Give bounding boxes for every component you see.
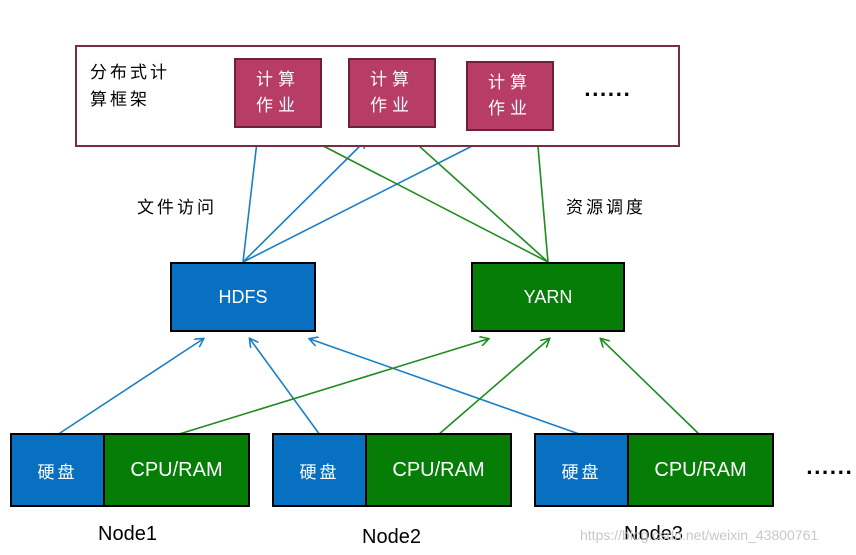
node-2: 硬盘 CPU/RAM — [272, 433, 512, 507]
node-1-cpu-ram: CPU/RAM — [105, 435, 248, 505]
arrow-disk2-hdfs — [250, 339, 321, 436]
yarn-box: YARN — [471, 262, 625, 332]
arrow-hdfs-job3 — [242, 137, 490, 263]
node-1-name: Node1 — [98, 523, 157, 545]
watermark: https://blog.csdn.net/weixin_43800761 — [580, 527, 819, 543]
compute-job-3: 计算 作业 — [466, 61, 554, 131]
framework-title: 分布式计 算框架 — [90, 63, 170, 110]
arrow-cpu3-yarn — [601, 339, 701, 436]
node-3: 硬盘 CPU/RAM — [534, 433, 774, 507]
arrow-yarn-job1 — [302, 135, 549, 263]
resource-scheduling-label: 资源调度 — [566, 198, 646, 218]
compute-job-2: 计算 作业 — [348, 58, 436, 128]
hdfs-box: HDFS — [170, 262, 316, 332]
arrow-disk1-hdfs — [56, 339, 203, 436]
more-jobs-ellipsis: ...... — [584, 80, 632, 101]
node-3-name: Node3 — [624, 523, 683, 545]
arrow-cpu2-yarn — [437, 339, 549, 436]
node-1: 硬盘 CPU/RAM — [10, 433, 250, 507]
node-3-cpu-ram: CPU/RAM — [629, 435, 772, 505]
arrow-cpu1-yarn — [175, 339, 488, 436]
arrow-hdfs-job1 — [242, 133, 258, 263]
node-1-disk: 硬盘 — [12, 435, 105, 505]
compute-job-1: 计算 作业 — [234, 58, 322, 128]
more-nodes-ellipsis: ...... — [806, 458, 854, 479]
file-access-label: 文件访问 — [137, 198, 217, 218]
node-3-disk: 硬盘 — [536, 435, 629, 505]
arrow-hdfs-job2 — [242, 140, 366, 263]
node-2-name: Node2 — [362, 526, 421, 548]
arrow-yarn-job2 — [408, 136, 549, 263]
arrow-disk3-hdfs — [310, 339, 583, 436]
arrow-yarn-job3 — [537, 135, 549, 263]
node-2-cpu-ram: CPU/RAM — [367, 435, 510, 505]
node-2-disk: 硬盘 — [274, 435, 367, 505]
